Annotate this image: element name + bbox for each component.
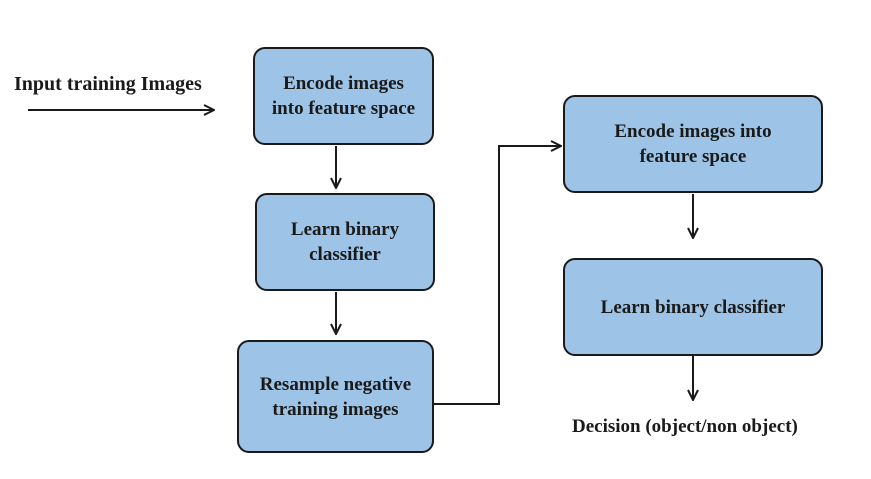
left-learn-box: Learn binary classifier [255,193,435,291]
right-learn-box: Learn binary classifier [563,258,823,356]
arrow-resample-to-encode-right [434,146,561,405]
input-label: Input training Images [14,73,202,95]
resample-box: Resample negative training images [237,340,434,453]
right-encode-box: Encode images into feature space [563,95,823,193]
left-encode-box: Encode images into feature space [253,47,434,145]
decision-label: Decision (object/non object) [572,416,798,437]
